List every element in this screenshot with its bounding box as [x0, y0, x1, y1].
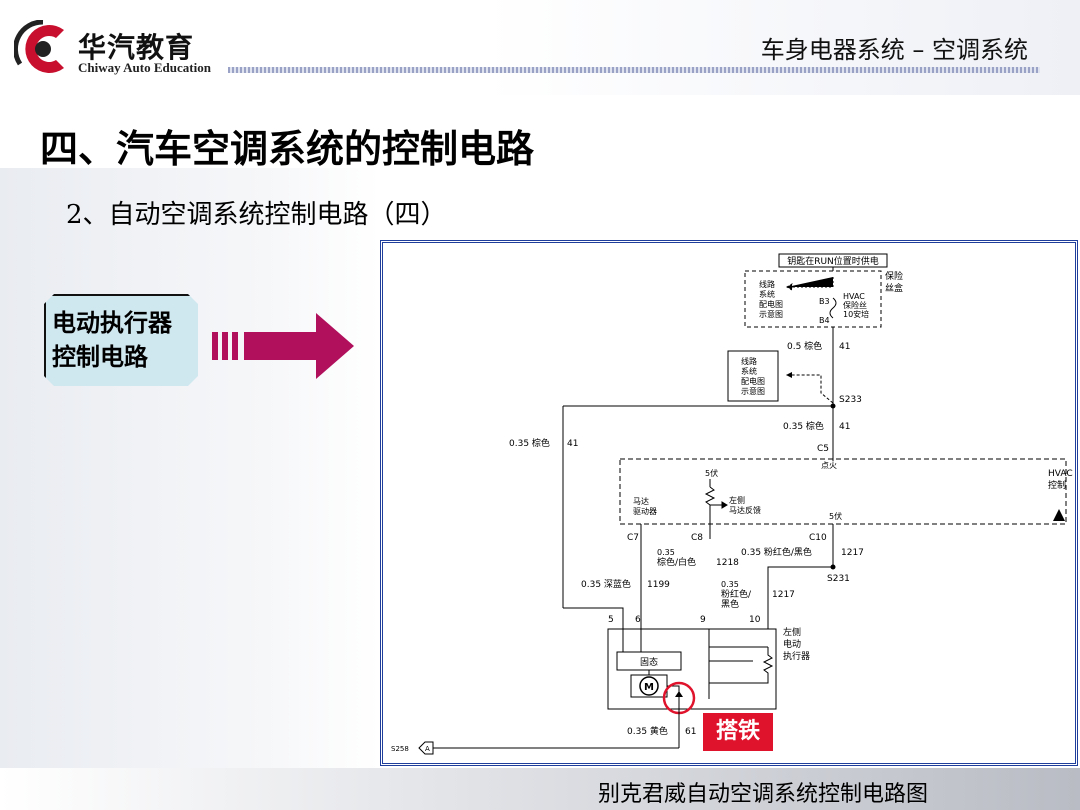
wire-1217-a: 0.35	[721, 580, 739, 589]
wire-left-num: 41	[567, 439, 578, 449]
wire-1217-b: 粉红色/	[721, 588, 752, 600]
logo-text: 华汽教育	[78, 31, 195, 64]
splice-s231: S231	[827, 574, 850, 584]
wiring-ref-1c: 配电图	[759, 299, 783, 309]
wire-left-label: 0.35 棕色	[509, 437, 550, 449]
wire-mid-num: 41	[839, 422, 850, 432]
actuator-1: 左侧	[783, 626, 801, 638]
fuse-name-3: 10安培	[843, 309, 869, 319]
hvac-control-2: 控制	[1048, 479, 1066, 491]
header-rule	[228, 67, 1040, 73]
wire-1217-top: 0.35 粉红色/黑色	[741, 546, 812, 558]
fuse-b3: B3	[819, 297, 830, 306]
footer-band	[0, 768, 1080, 810]
header-band	[0, 0, 1080, 95]
wire-1218-num: 1218	[716, 558, 739, 568]
callout-label: 电动执行器控制电路	[52, 309, 172, 371]
wire-61-num: 61	[685, 727, 696, 737]
fuse-box-label-1: 保险	[885, 270, 903, 282]
left-feedback-2: 马达反馈	[729, 505, 761, 515]
wire-1218-a: 0.35	[657, 548, 675, 557]
motor-drive-2: 驱动器	[633, 506, 657, 516]
splice-s233: S233	[839, 395, 862, 405]
wire-61-label: 0.35 黄色	[627, 725, 668, 737]
actuator-3: 执行器	[783, 650, 810, 662]
fuse-box-label-2: 丝盒	[885, 282, 903, 294]
logo-icon	[14, 20, 64, 73]
ignition-label: 点火	[821, 461, 837, 470]
side-band	[0, 168, 380, 768]
fuse-name-1: HVAC	[843, 292, 865, 301]
wiring-ref-1d: 示意图	[759, 309, 783, 319]
wiring-ref-2a: 线路	[741, 356, 757, 366]
wire-mid-label: 0.35 棕色	[783, 420, 824, 432]
run-power-label: 钥匙在RUN位置时供电	[787, 255, 879, 267]
wiring-ref-1a: 线路	[759, 279, 775, 289]
wire-top-label: 0.5 棕色	[787, 340, 822, 352]
actuator-2: 电动	[783, 638, 801, 650]
wiring-diagram: 钥匙在RUN位置时供电 保险 丝盒 线路 系统 配电图 示意图 B3 B4 HV…	[380, 240, 1078, 766]
v5-top: 5伏	[705, 468, 718, 478]
wire-1199: 0.35 深蓝色	[581, 578, 631, 590]
wire-1218-b: 棕色/白色	[657, 556, 696, 568]
pin-5: 5	[608, 615, 614, 625]
pin-9: 9	[700, 615, 706, 625]
motor-drive-1: 马达	[633, 496, 649, 506]
page-title: 四、汽车空调系统的控制电路	[40, 126, 535, 171]
wiring-ref-1b: 系统	[759, 289, 775, 299]
callout-box	[44, 294, 198, 386]
pin-10: 10	[749, 615, 761, 625]
conn-c5: C5	[817, 444, 829, 454]
left-feedback-1: 左侧	[729, 495, 745, 505]
solid-state-label: 固态	[640, 656, 658, 668]
v5-right: 5伏	[829, 511, 842, 521]
wire-1217-num: 1217	[772, 590, 795, 600]
conn-c7: C7	[627, 533, 639, 543]
wiring-ref-2d: 示意图	[741, 386, 765, 396]
fuse-name-2: 保险丝	[843, 300, 867, 310]
hvac-control-1: HVAC	[1048, 469, 1073, 479]
wire-top-num: 41	[839, 342, 850, 352]
motor-icon: M	[644, 682, 654, 693]
wire-1217-top-num: 1217	[841, 548, 864, 558]
conn-c8: C8	[691, 533, 703, 543]
wiring-ref-2c: 配电图	[741, 376, 765, 386]
ground-tag: 搭铁	[703, 713, 773, 751]
conn-c10: C10	[809, 533, 827, 543]
figure-caption: 别克君威自动空调系统控制电路图	[598, 782, 929, 807]
section-subtitle: 2、自动空调系统控制电路（四）	[66, 200, 447, 230]
wire-1217-c: 黑色	[721, 598, 739, 610]
fuse-b4: B4	[819, 316, 830, 325]
conn-a: A	[425, 745, 430, 753]
splice-s258: S258	[391, 745, 409, 753]
right-arrow-icon	[212, 313, 354, 379]
logo-subtext: Chiway Auto Education	[78, 60, 211, 75]
wire-1199-num: 1199	[647, 580, 670, 590]
breadcrumb: 车身电器系统 – 空调系统	[760, 36, 1028, 64]
pin-6: 6	[635, 615, 641, 625]
wiring-ref-2b: 系统	[741, 366, 757, 376]
